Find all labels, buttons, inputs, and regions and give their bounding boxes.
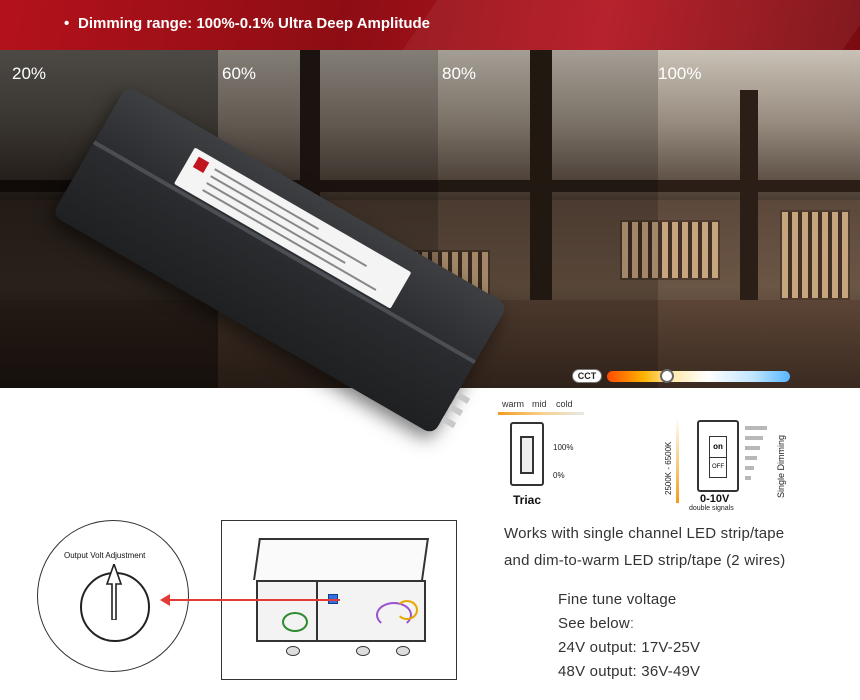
spec-24v: 24V output: 17V-25V [558, 639, 701, 656]
label-cold: cold [556, 399, 573, 409]
output-pin [448, 403, 464, 416]
yellow-wire [396, 600, 418, 620]
knockout-hole [356, 646, 370, 656]
zero-ten-title: 0-10V [700, 493, 730, 505]
triac-min-label: 0% [553, 471, 565, 480]
switch-on-label: on [709, 436, 727, 458]
pointer-arrow-head [160, 594, 170, 606]
compat-line-1: Works with single channel LED strip/tape [504, 525, 785, 542]
banner-stripe [622, 0, 860, 50]
volt-adjust-title: Output Volt Adjustment [64, 551, 146, 560]
knockout-hole [396, 646, 410, 656]
lattice-window [620, 220, 720, 280]
dim-step [745, 436, 763, 440]
triac-max-label: 100% [553, 443, 574, 452]
dim-step [745, 466, 754, 470]
lattice-window [780, 210, 850, 300]
dim-level-80: 80% [442, 64, 477, 83]
warm-cold-gradient [498, 412, 584, 415]
dim-step [745, 476, 751, 480]
cct-range-label: 2500K - 6500K [664, 441, 673, 495]
junction-box-lid [253, 538, 429, 580]
dim-step [745, 446, 760, 450]
dim-level-20: 20% [12, 64, 47, 83]
triac-title: Triac [513, 493, 542, 507]
zero-ten-subtitle: double signals [689, 505, 734, 512]
pointer-arrow-line [168, 599, 340, 601]
brand-logo-icon [192, 156, 210, 173]
compat-line-2: and dim-to-warm LED strip/tape (2 wires) [504, 552, 786, 569]
cct-vertical-bar [676, 418, 679, 503]
screwdriver-icon [105, 564, 123, 620]
banner-stripe [402, 0, 658, 50]
triac-rocker [520, 436, 534, 474]
cct-gradient-bar [607, 371, 790, 382]
label-mid: mid [532, 399, 547, 409]
label-warm: warm [502, 399, 524, 409]
output-pin [455, 391, 471, 404]
spec-see-below: See belowː [558, 615, 635, 632]
dim-step [745, 456, 757, 460]
output-pin [441, 415, 457, 429]
banner-headline: Dimming range: 100%-0.1% Ultra Deep Ampl… [64, 15, 430, 32]
switch-off-label: OFF [709, 458, 727, 478]
top-banner: Dimming range: 100%-0.1% Ultra Deep Ampl… [0, 0, 860, 50]
cct-slider-knob [660, 369, 674, 383]
spec-48v: 48V output: 36V-49V [558, 663, 701, 680]
dim-level-100: 100% [658, 64, 702, 83]
cct-tag: CCT [572, 369, 602, 383]
dim-step [745, 426, 767, 430]
spec-heading: Fine tune voltage [558, 591, 677, 608]
triac-switch-plate [510, 422, 544, 486]
box-divider [316, 582, 318, 640]
single-dimming-label: Single Dimming [776, 434, 786, 498]
zero-ten-switch-plate: on OFF [697, 420, 739, 492]
dim-level-60: 60% [222, 64, 257, 83]
knockout-hole [286, 646, 300, 656]
green-wire [282, 612, 308, 632]
